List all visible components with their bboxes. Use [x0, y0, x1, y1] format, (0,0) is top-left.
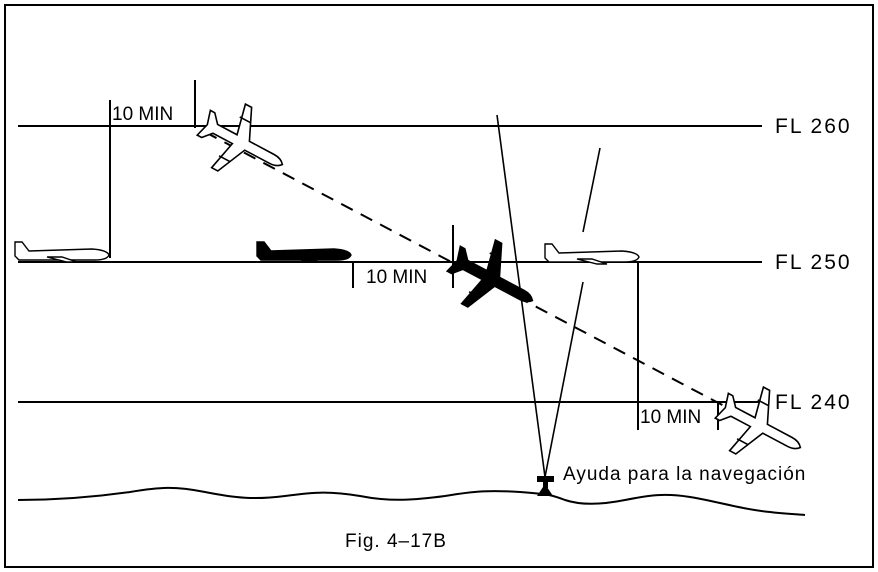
navaid-label: Ayuda para la navegación — [563, 464, 806, 485]
separation-marker-2 — [352, 225, 454, 288]
figure-caption: Fig. 4–17B — [345, 531, 447, 552]
separation-marker-1 — [109, 80, 196, 258]
separation-label-1: 10 MIN — [112, 104, 173, 125]
airplane-icon — [14, 241, 110, 263]
flight-level-label-260: FL 260 — [775, 115, 852, 138]
figure-frame — [4, 4, 874, 568]
terrain-line — [17, 486, 806, 516]
flight-level-label-250: FL 250 — [775, 251, 852, 274]
separation-label-3: 10 MIN — [640, 407, 701, 428]
separation-marker-3 — [637, 262, 719, 430]
flight-level-label-240: FL 240 — [775, 391, 852, 414]
navaid-icon — [537, 476, 554, 496]
separation-label-2: 10 MIN — [366, 267, 427, 288]
airplane-icon — [256, 241, 352, 263]
airplane-icon — [186, 90, 301, 198]
airplane-icon — [544, 243, 640, 265]
